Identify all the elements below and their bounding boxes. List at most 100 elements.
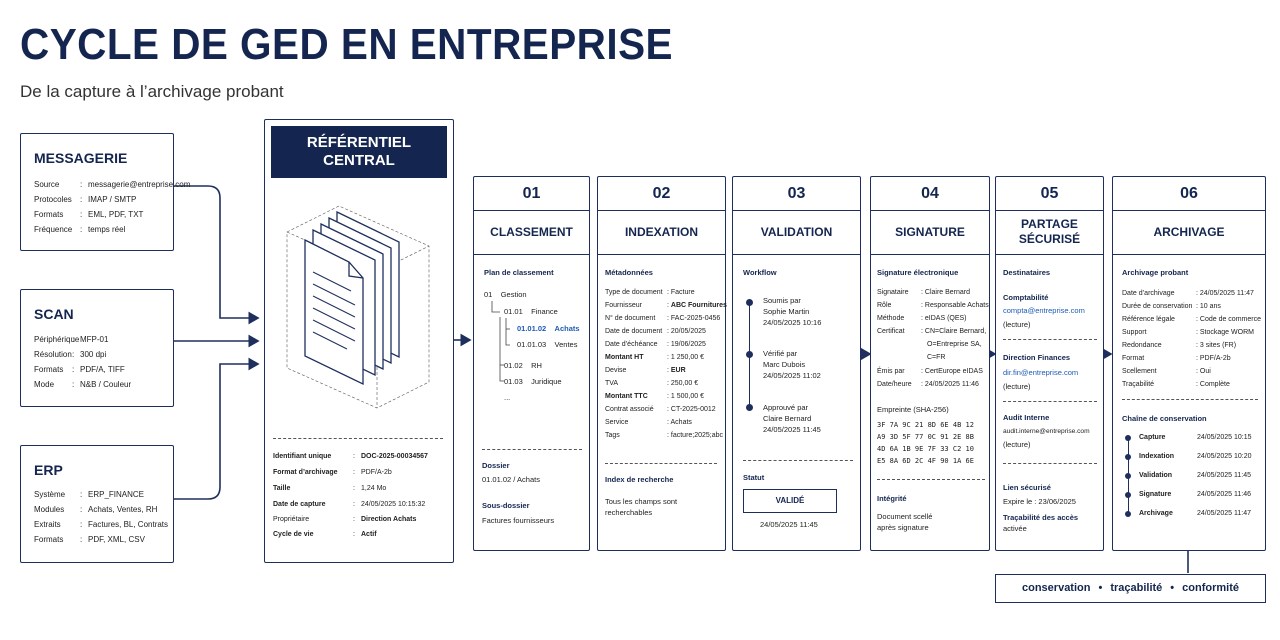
chain-dot bbox=[1125, 454, 1131, 460]
arrow-messagerie bbox=[174, 185, 260, 325]
statut-date: 24/05/2025 11:45 bbox=[760, 520, 818, 529]
footer-item: conservation bbox=[1022, 582, 1091, 594]
integrite-label: Intégrité bbox=[877, 494, 907, 503]
source-row: Périphérique:MFP-01 bbox=[34, 335, 109, 344]
source-row: Modules:Achats, Ventes, RH bbox=[34, 505, 158, 514]
sousdossier-label: Sous-dossier bbox=[482, 501, 530, 510]
plan-label: Plan de classement bbox=[484, 268, 554, 277]
step-title: SIGNATURE bbox=[895, 225, 965, 239]
tree-lines bbox=[491, 301, 510, 382]
tree-item-selected: 01.01.02 Achats bbox=[517, 324, 580, 333]
meta-row: TVA: 250,00 € bbox=[605, 380, 699, 387]
arch-row: Redondance: 3 sites (FR) bbox=[1122, 342, 1237, 349]
step-title: ARCHIVAGE bbox=[1153, 225, 1225, 239]
integrite-text: Document scellé bbox=[877, 512, 933, 521]
meta-row: Date de document: 20/05/2025 bbox=[605, 328, 706, 335]
referentiel-central: RÉFÉRENTIEL CENTRAL Identifiant unique:D… bbox=[264, 119, 454, 563]
recipient-email[interactable]: compta@entreprise.com bbox=[1003, 306, 1085, 315]
divider bbox=[1113, 254, 1265, 255]
tree-item: 01.02 RH bbox=[504, 361, 542, 370]
divider bbox=[996, 210, 1103, 211]
step-classement: 01 CLASSEMENT Plan de classement 01 Gest… bbox=[473, 176, 590, 551]
tracabilite-value: activée bbox=[1003, 524, 1027, 533]
ref-row: Taille:1,24 Mo bbox=[273, 485, 387, 492]
page-subtitle: De la capture à l’archivage probant bbox=[20, 82, 284, 101]
recipient-email[interactable]: dir.fin@entreprise.com bbox=[1003, 368, 1079, 377]
chain-dot bbox=[1125, 473, 1131, 479]
source-row: Fréquence:temps réel bbox=[34, 225, 126, 234]
step-indexation: 02 INDEXATION Métadonnées Type de docume… bbox=[597, 176, 727, 551]
lien-label: Lien sécurisé bbox=[1003, 483, 1051, 492]
step-archivage: 06 ARCHIVAGE Archivage probant Date d’ar… bbox=[1112, 176, 1266, 551]
hash-label: Empreinte (SHA-256) bbox=[877, 405, 949, 414]
source-row: Formats:EML, PDF, TXT bbox=[34, 210, 144, 219]
recipient-access: (lecture) bbox=[1003, 320, 1031, 329]
step-number: 03 bbox=[787, 185, 806, 202]
timeline-dot bbox=[746, 299, 753, 306]
divider bbox=[1113, 210, 1265, 211]
dossier-value: 01.01.02 / Achats bbox=[482, 475, 540, 484]
meta-row: Type de document: Facture bbox=[605, 289, 695, 296]
tree-item: 01.01 Finance bbox=[504, 307, 558, 316]
index-text: recherchables bbox=[605, 508, 653, 517]
divider bbox=[1122, 399, 1258, 400]
sig-row: Signataire: Claire Bernard bbox=[877, 289, 971, 296]
source-title: ERP bbox=[34, 462, 63, 478]
divider bbox=[474, 210, 589, 211]
recipient-name: Direction Finances bbox=[1003, 353, 1071, 362]
sousdossier-value: Factures fournisseurs bbox=[482, 516, 555, 525]
source-title: SCAN bbox=[34, 306, 74, 322]
arch-row: Scellement: Oui bbox=[1122, 368, 1211, 375]
divider bbox=[733, 210, 860, 211]
workflow-label: Workflow bbox=[743, 268, 777, 277]
referentiel-title-line2: CENTRAL bbox=[323, 152, 395, 169]
source-row: Formats:PDF, XML, CSV bbox=[34, 535, 145, 544]
tree-item: 01.03 Juridique bbox=[504, 377, 562, 386]
meta-row: Contrat associé: CT-2025-0012 bbox=[605, 406, 716, 413]
recipient-email[interactable]: audit.interne@entreprise.com bbox=[1003, 428, 1090, 435]
step-number: 05 bbox=[1040, 185, 1059, 202]
recipient-access: (lecture) bbox=[1003, 440, 1031, 449]
footer-item: traçabilité bbox=[1110, 582, 1163, 594]
sig-row: C=FR bbox=[927, 354, 946, 361]
divider bbox=[482, 449, 582, 450]
divider bbox=[273, 438, 443, 439]
divider bbox=[1003, 463, 1097, 464]
step-signature: 04 SIGNATURE Signature électronique Sign… bbox=[870, 176, 990, 551]
step-number: 06 bbox=[1180, 185, 1198, 202]
divider bbox=[598, 254, 725, 255]
destinataires-label: Destinataires bbox=[1003, 268, 1051, 277]
step-title: INDEXATION bbox=[624, 225, 699, 239]
referentiel-title-line1: RÉFÉRENTIEL bbox=[306, 134, 412, 151]
chain-label: Chaîne de conservation bbox=[1122, 414, 1207, 423]
meta-row: Service: Achats bbox=[605, 419, 692, 426]
timeline-dot bbox=[746, 351, 753, 358]
chain-dot bbox=[1125, 511, 1131, 517]
source-row: Protocoles:IMAP / SMTP bbox=[34, 195, 137, 204]
tree-item: ... bbox=[504, 393, 511, 402]
step-number: 02 bbox=[652, 185, 671, 202]
divider bbox=[743, 460, 853, 461]
footer-item: conformité bbox=[1182, 582, 1239, 594]
chain-dot bbox=[1125, 435, 1131, 441]
index-text: Tous les champs sont bbox=[605, 497, 678, 506]
meta-row: Montant HT: 1 250,00 € bbox=[605, 354, 704, 361]
divider bbox=[871, 254, 989, 255]
source-row: Système:ERP_FINANCE bbox=[34, 490, 145, 499]
integrite-text: après signature bbox=[877, 523, 929, 532]
hash-line: 3F 7A 9C 21 8D 6E 4B 12 bbox=[877, 421, 974, 429]
meta-row: Tags: facture;2025;abc bbox=[605, 432, 724, 439]
page-title: CYCLE DE GED EN ENTREPRISE bbox=[20, 20, 673, 69]
footer-principles: conservation•traçabilité•conformité bbox=[995, 574, 1266, 603]
signature-label: Signature électronique bbox=[877, 268, 959, 277]
document-stack-icon bbox=[286, 205, 430, 409]
